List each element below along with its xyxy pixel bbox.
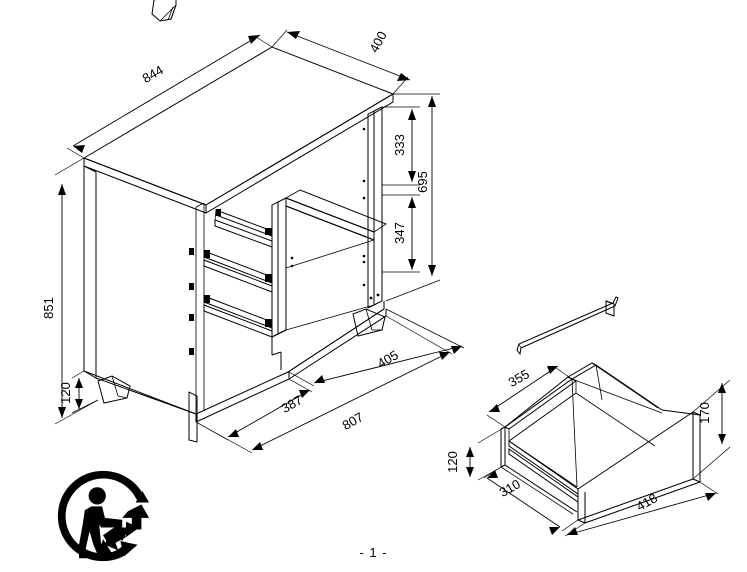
page-number: - 1 - xyxy=(359,545,388,560)
detached-leg-part xyxy=(151,0,177,22)
dim-label-120-drawer: 120 xyxy=(445,451,460,473)
dim-label-387: 387 xyxy=(279,392,305,416)
dim-label-400: 400 xyxy=(366,29,389,55)
dimension-labels: 844 400 333 347 695 851 120 387 405 807 … xyxy=(41,29,712,514)
drawer-detail xyxy=(500,296,701,524)
dim-label-120-leg: 120 xyxy=(58,382,73,404)
dim-label-333: 333 xyxy=(392,134,407,156)
dimension-lines-drawer xyxy=(466,365,731,537)
dim-label-807: 807 xyxy=(340,409,366,433)
drawer-handle-icon xyxy=(516,296,619,356)
drawer-slide-rails xyxy=(203,209,273,338)
cabinet-body xyxy=(82,46,395,443)
dim-label-695: 695 xyxy=(415,171,430,193)
dim-label-405: 405 xyxy=(375,347,401,371)
dim-label-310: 310 xyxy=(497,476,523,500)
dim-label-418: 418 xyxy=(634,490,660,514)
dim-label-170: 170 xyxy=(697,402,712,424)
dimension-lines-main xyxy=(54,29,465,454)
dim-label-347: 347 xyxy=(392,222,407,244)
dim-label-851: 851 xyxy=(41,297,56,319)
dim-label-844: 844 xyxy=(140,62,166,86)
